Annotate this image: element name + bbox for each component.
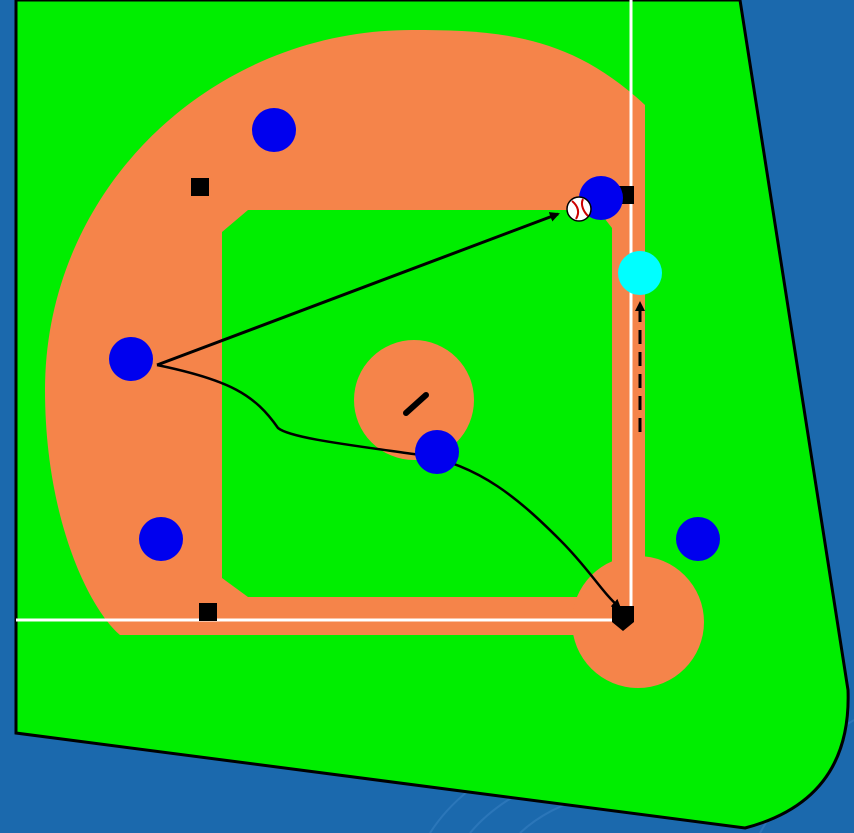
- third-base: [199, 603, 217, 621]
- fielder-4: [139, 517, 183, 561]
- baseball-icon: [567, 197, 591, 221]
- ball-body: [567, 197, 591, 221]
- fielder-1: [252, 108, 296, 152]
- runner: [618, 251, 662, 295]
- fielder-6: [676, 517, 720, 561]
- second-base: [191, 178, 209, 196]
- fielder-5: [415, 430, 459, 474]
- fielder-3: [109, 337, 153, 381]
